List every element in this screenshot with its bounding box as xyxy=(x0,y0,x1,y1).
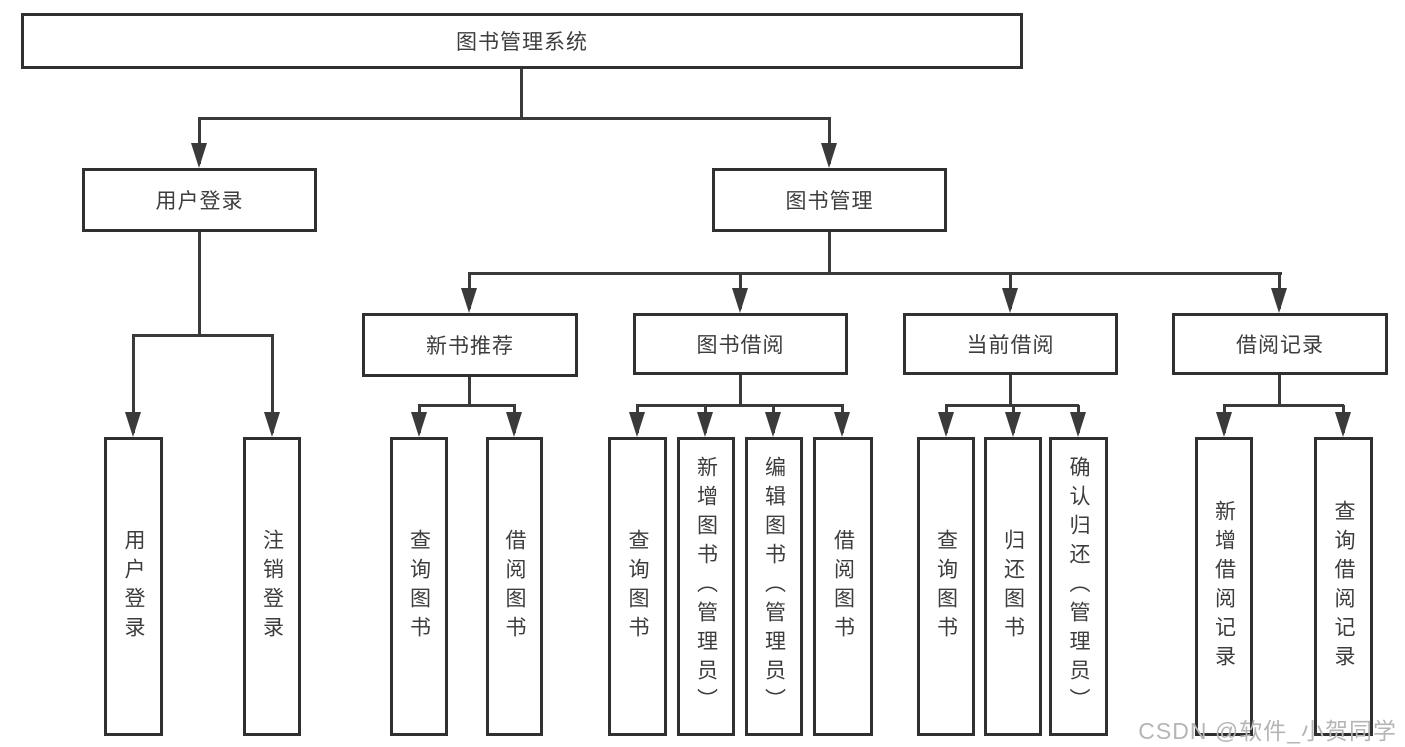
connector-line xyxy=(1009,375,1012,406)
arrow-down-icon xyxy=(732,288,748,313)
leaf-return-book: 归还图书 xyxy=(984,437,1042,736)
node-label: 新增图书（管理员） xyxy=(694,456,718,717)
arrow-down-icon xyxy=(697,412,713,437)
arrow-down-icon xyxy=(1271,288,1287,313)
leaf-borrow-books: 借阅图书 xyxy=(813,437,873,736)
node-current-borrow: 当前借阅 xyxy=(903,313,1118,375)
node-label: 新增借阅记录 xyxy=(1212,499,1236,674)
connector-line xyxy=(468,272,1282,275)
connector-line xyxy=(1223,404,1344,407)
node-label: 当前借阅 xyxy=(966,334,1055,357)
connector-line xyxy=(198,232,201,335)
connector-line xyxy=(468,377,471,406)
node-label: 查询图书 xyxy=(934,528,958,645)
leaf-logout: 注销登录 xyxy=(243,437,301,736)
node-label: 确认归还（管理员） xyxy=(1067,456,1090,717)
node-label: 查询图书 xyxy=(626,528,649,645)
node-label: 新书推荐 xyxy=(426,335,514,358)
node-label: 注销登录 xyxy=(260,528,284,645)
arrow-down-icon xyxy=(765,412,781,437)
connector-line xyxy=(132,334,274,337)
csdn-watermark: CSDN @软件_小贺同学 xyxy=(1138,718,1397,744)
leaf-query-books-borrow: 查询图书 xyxy=(608,437,667,736)
connector-line xyxy=(132,335,135,433)
node-label: 借阅图书 xyxy=(831,528,855,645)
arrow-down-icon xyxy=(1335,412,1351,437)
leaf-add-borrow-record: 新增借阅记录 xyxy=(1195,437,1253,736)
leaf-edit-book-admin: 编辑图书（管理员） xyxy=(745,437,803,736)
arrow-down-icon xyxy=(1216,412,1232,437)
leaf-add-book-admin: 新增图书（管理员） xyxy=(677,437,735,736)
arrow-down-icon xyxy=(821,143,837,168)
arrow-down-icon xyxy=(1002,288,1018,313)
arrow-down-icon xyxy=(506,412,522,437)
arrow-down-icon xyxy=(1005,412,1021,437)
node-label: 用户登录 xyxy=(155,190,244,213)
node-label: 图书管理系统 xyxy=(456,31,588,54)
arrow-down-icon xyxy=(191,143,207,168)
connector-line xyxy=(739,375,742,406)
arrow-down-icon xyxy=(1070,412,1086,437)
node-library-management-system: 图书管理系统 xyxy=(21,13,1023,69)
node-label: 编辑图书（管理员） xyxy=(762,456,786,717)
arrow-down-icon xyxy=(834,412,850,437)
arrow-down-icon xyxy=(125,412,141,437)
node-label: 查询图书 xyxy=(407,528,431,645)
connector-line xyxy=(271,335,274,433)
leaf-confirm-return-admin: 确认归还（管理员） xyxy=(1049,437,1108,736)
leaf-query-books-recommend: 查询图书 xyxy=(390,437,448,736)
node-label: 用户登录 xyxy=(122,528,145,645)
leaf-query-borrow-record: 查询借阅记录 xyxy=(1314,437,1373,736)
arrow-down-icon xyxy=(411,412,427,437)
arrow-down-icon xyxy=(264,412,280,437)
node-label: 图书借阅 xyxy=(696,334,785,357)
leaf-user-login: 用户登录 xyxy=(104,437,163,736)
arrow-down-icon xyxy=(461,288,477,313)
node-label: 借阅图书 xyxy=(503,528,526,645)
arrow-down-icon xyxy=(938,412,954,437)
node-book-management: 图书管理 xyxy=(712,168,947,232)
leaf-borrow-books-recommend: 借阅图书 xyxy=(486,437,543,736)
connector-line xyxy=(828,232,831,273)
node-label: 图书管理 xyxy=(785,190,874,213)
leaf-query-books-current: 查询图书 xyxy=(917,437,975,736)
connector-line xyxy=(636,404,844,407)
node-label: 借阅记录 xyxy=(1236,334,1324,357)
connector-line xyxy=(520,69,523,118)
connector-line xyxy=(198,117,831,120)
node-label: 归还图书 xyxy=(1001,528,1025,645)
connector-line xyxy=(1278,375,1281,406)
node-borrow-records: 借阅记录 xyxy=(1172,313,1388,375)
node-book-borrow: 图书借阅 xyxy=(633,313,848,375)
node-user-login: 用户登录 xyxy=(82,168,317,232)
connector-line xyxy=(418,404,516,407)
arrow-down-icon xyxy=(629,412,645,437)
node-label: 查询借阅记录 xyxy=(1332,499,1355,674)
connector-line xyxy=(198,118,201,164)
connector-line xyxy=(828,118,831,164)
node-new-book-recommend: 新书推荐 xyxy=(362,313,578,377)
